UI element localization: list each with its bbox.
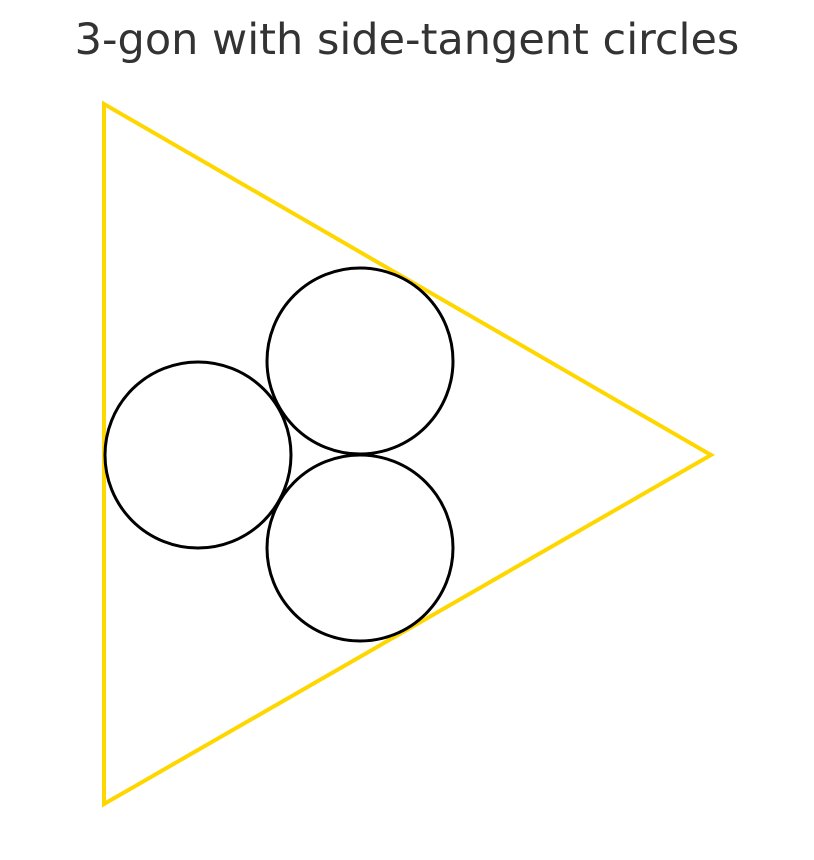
triangle [102, 100, 716, 808]
tangent-circle-left [103, 360, 293, 550]
tangent-circle-bottom [265, 453, 455, 643]
tangent-circle-top [265, 266, 455, 456]
diagram-title: 3-gon with side-tangent circles [74, 15, 740, 65]
